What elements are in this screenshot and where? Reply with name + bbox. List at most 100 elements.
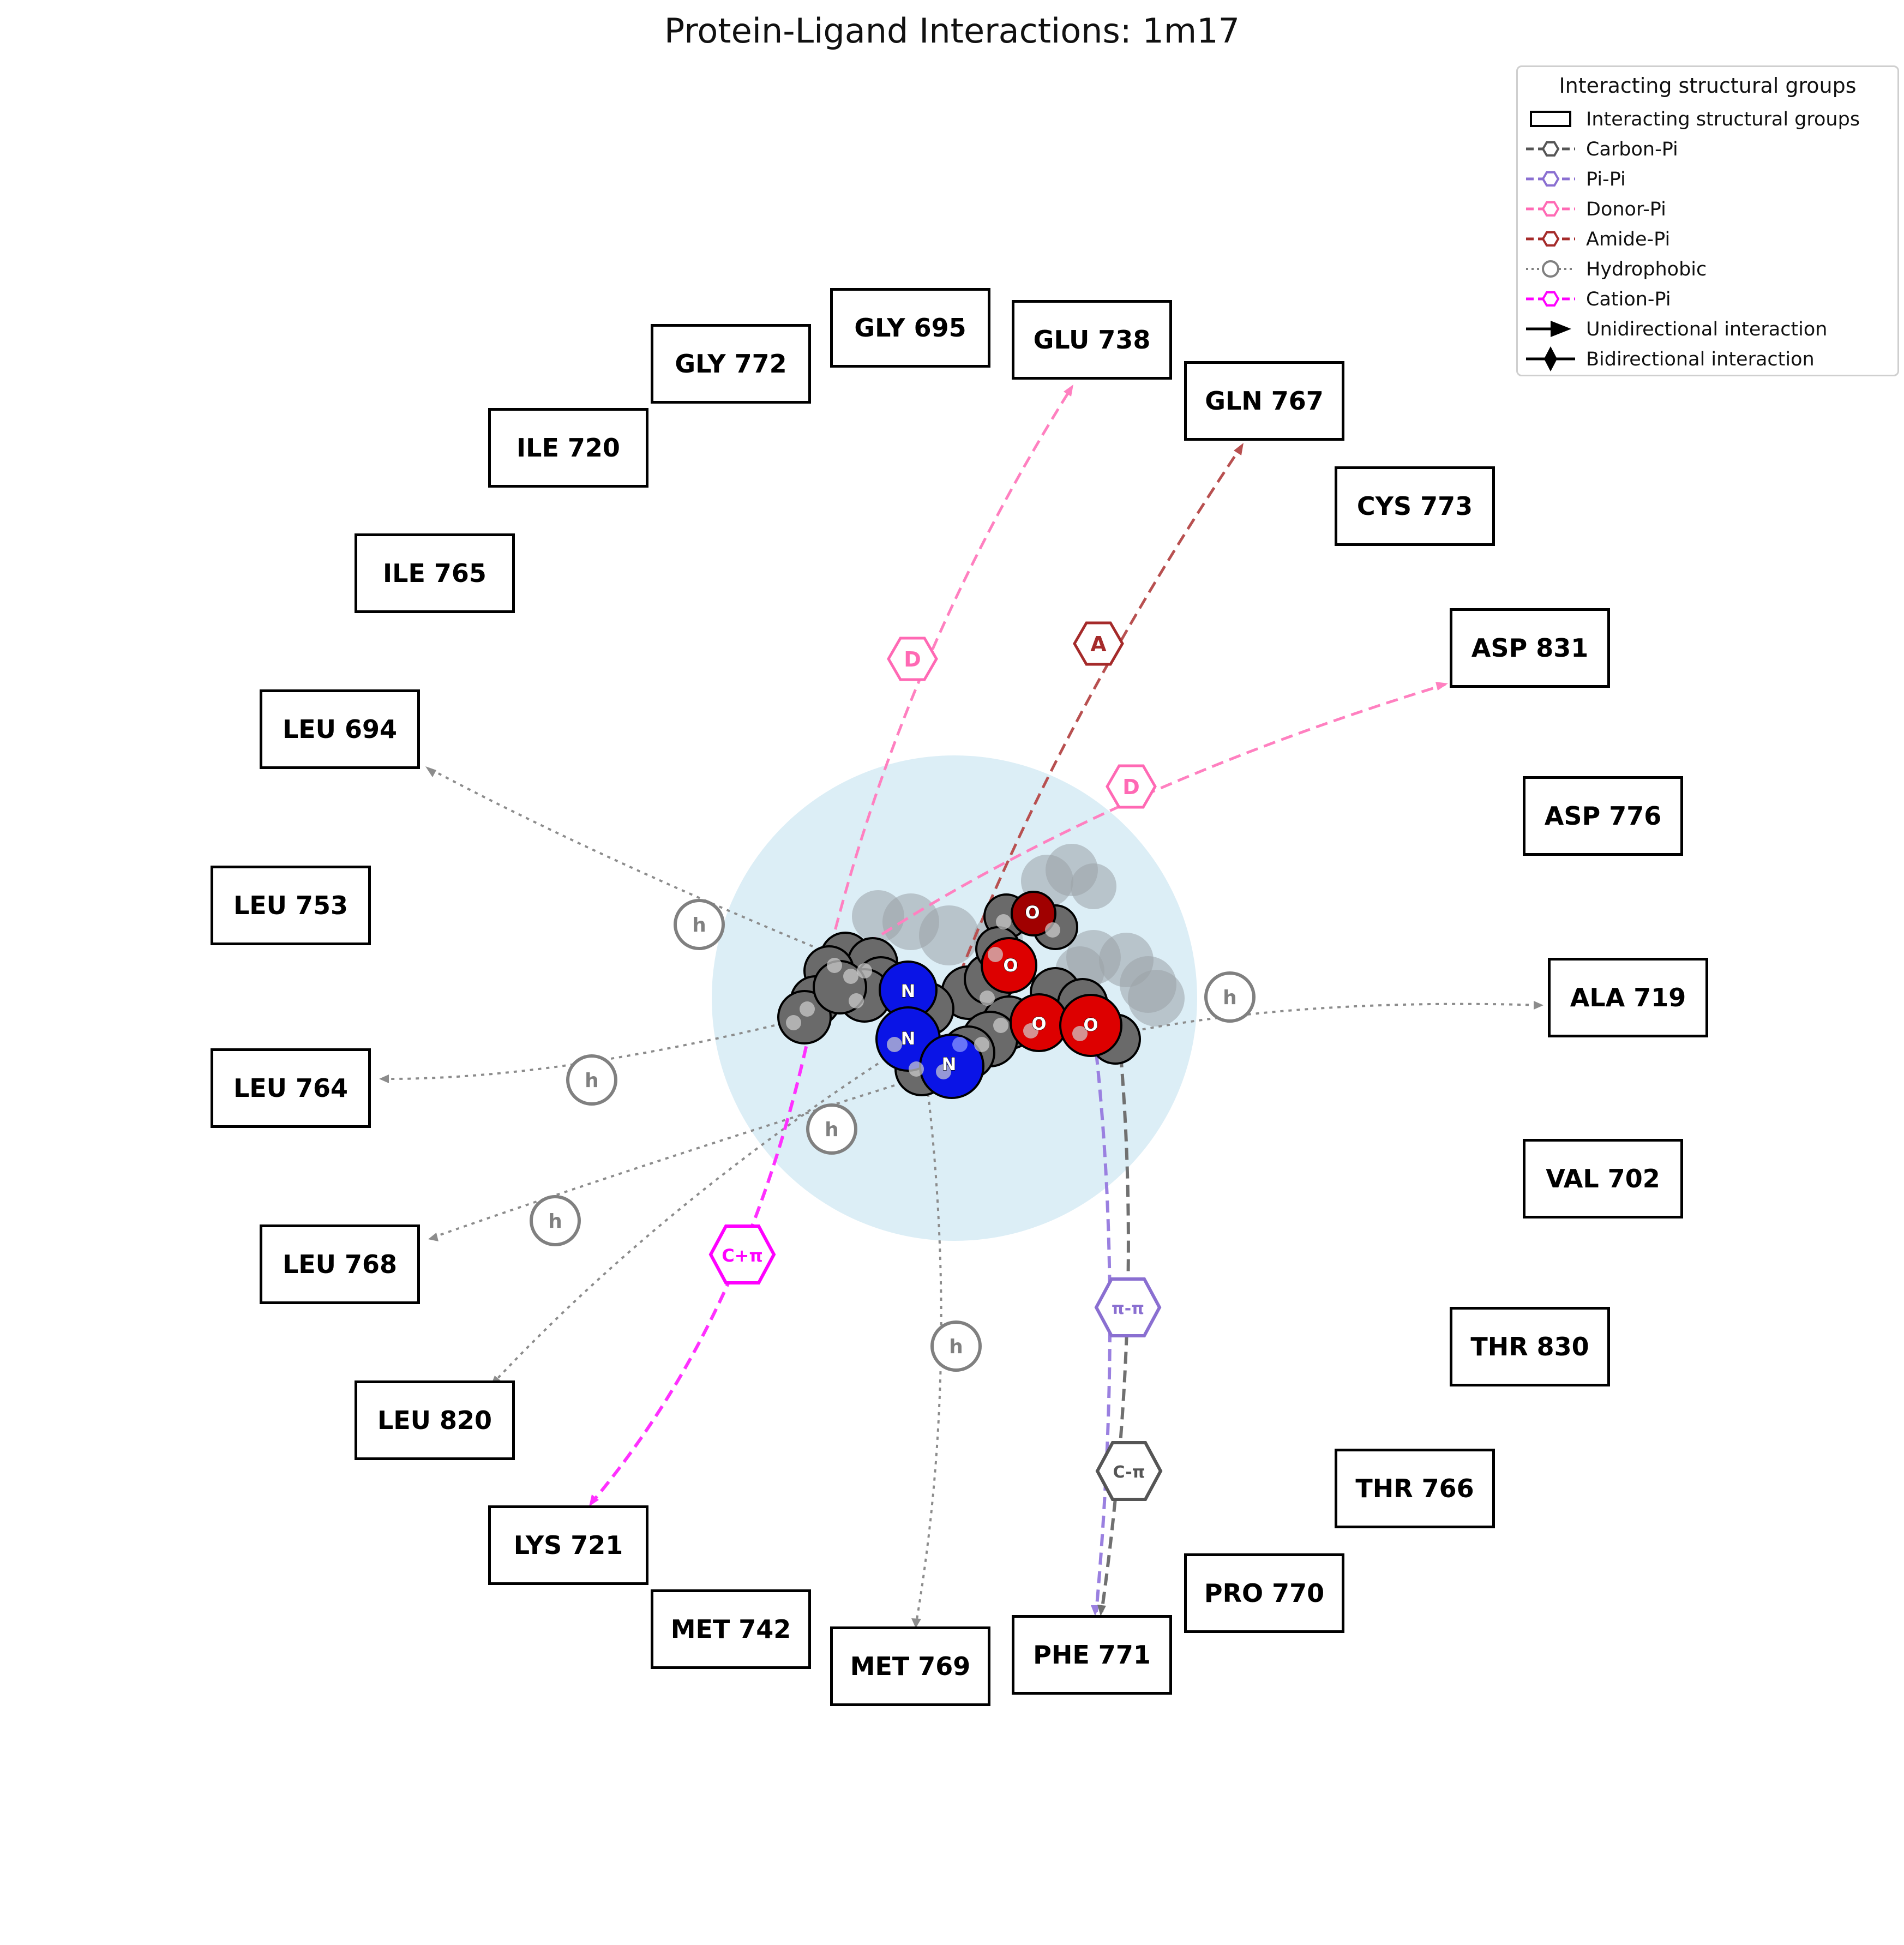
arrowhead-carbon-pi-phe771 (1097, 1605, 1106, 1616)
carbon-pi-hexagon-icon (1526, 141, 1575, 157)
donor-pi-line-asp831 (850, 683, 1446, 956)
donor-pi-marker-glu738: D (887, 637, 938, 681)
residue-lys-721: LYS 721 (488, 1505, 648, 1585)
residue-asp-776: ASP 776 (1523, 776, 1683, 856)
residue-leu-753: LEU 753 (211, 866, 371, 945)
svg-text:D: D (1122, 775, 1140, 799)
svg-text:h: h (825, 1119, 839, 1141)
atom-label-n2: N (901, 1028, 916, 1049)
arrowhead-gln767 (1234, 443, 1244, 455)
legend-label: Carbon-Pi (1586, 139, 1678, 160)
legend-item-hydrophobic: Hydrophobic (1518, 254, 1897, 284)
svg-text:h: h (692, 914, 706, 937)
legend-item-donor-pi: Donor-Pi (1518, 194, 1897, 224)
pi-pi-hexagon-icon (1526, 171, 1575, 187)
arrowhead-pi-pi-phe771 (1091, 1605, 1100, 1616)
residue-leu-764: LEU 764 (211, 1048, 371, 1128)
arrowhead-asp831 (1435, 682, 1448, 691)
residue-gly-695: GLY 695 (830, 288, 990, 368)
hydrophobic-circle-icon (1526, 260, 1575, 278)
arrow-right-icon (1526, 321, 1571, 337)
atom-label-o4: O (1083, 1014, 1098, 1035)
legend-label: Amide-Pi (1586, 229, 1671, 250)
ligand-oxygen-atoms (981, 891, 1122, 1057)
legend-label: Hydrophobic (1586, 259, 1707, 280)
residue-met-742: MET 742 (651, 1589, 811, 1669)
legend-label: Cation-Pi (1586, 289, 1671, 310)
hydrophobic-marker-leu694: h (674, 899, 725, 950)
cation-pi-hexagon-icon (1526, 291, 1575, 307)
legend-label: Bidirectional interaction (1586, 349, 1815, 370)
donor-pi-hexagon-icon (1526, 201, 1575, 217)
hydrophobic-marker-met769: h (930, 1320, 982, 1372)
svg-text:h: h (585, 1070, 599, 1092)
arrowhead-met769 (911, 1618, 921, 1628)
legend-item-unidirectional: Unidirectional interaction (1518, 314, 1897, 344)
hydrophobic-marker-leu768: h (530, 1195, 581, 1246)
hydrophobic-marker-leu820: h (806, 1103, 857, 1155)
svg-text:D: D (904, 647, 921, 671)
residue-thr-830: THR 830 (1450, 1307, 1610, 1386)
legend-label: Interacting structural groups (1586, 109, 1860, 130)
arrowhead-leu694 (425, 766, 436, 777)
residue-asp-831: ASP 831 (1450, 608, 1610, 688)
arrowhead-ala719 (1534, 1001, 1543, 1010)
atom-label-o1: O (1025, 902, 1040, 923)
svg-text:C+π: C+π (722, 1245, 763, 1266)
residue-met-769: MET 769 (830, 1626, 990, 1706)
residue-pro-770: PRO 770 (1184, 1553, 1344, 1633)
residue-ile-765: ILE 765 (355, 533, 515, 613)
legend-item-carbon-pi: Carbon-Pi (1518, 134, 1897, 164)
residue-phe-771: PHE 771 (1012, 1615, 1172, 1695)
cation-pi-marker-lys721: C+π (708, 1224, 776, 1284)
atom-highlights (786, 914, 1088, 1079)
svg-text:π-π: π-π (1112, 1299, 1144, 1318)
residue-cys-773: CYS 773 (1335, 466, 1495, 546)
residue-ala-719: ALA 719 (1548, 958, 1708, 1037)
legend-item-bidirectional: Bidirectional interaction (1518, 344, 1897, 374)
legend-box-symbol (1530, 111, 1571, 127)
ligand-nitrogen-atoms (875, 961, 984, 1099)
svg-text:h: h (1223, 987, 1237, 1009)
atom-label-n3: N (942, 1054, 957, 1074)
residue-leu-768: LEU 768 (260, 1224, 420, 1304)
hydrophobic-marker-leu764: h (566, 1054, 617, 1106)
legend-item-box: Interacting structural groups (1518, 104, 1897, 134)
atom-labels: N N N O O O O (900, 902, 1098, 1074)
hydrophobic-marker-ala719: h (1204, 971, 1256, 1023)
arrowhead-glu738 (1064, 385, 1073, 397)
residue-gln-767: GLN 767 (1184, 361, 1344, 441)
hydrophobic-markers: h h h h h h (530, 899, 1256, 1372)
legend-label: Unidirectional interaction (1586, 319, 1828, 340)
svg-text:C-π: C-π (1113, 1463, 1145, 1482)
legend-label: Donor-Pi (1586, 199, 1666, 220)
arrowhead-leu764 (379, 1074, 389, 1083)
legend-label: Pi-Pi (1586, 169, 1626, 190)
carbon-pi-marker-phe771: C-π (1095, 1441, 1163, 1501)
pi-pi-marker-phe771: π-π (1094, 1277, 1162, 1337)
diamond-icon (1526, 346, 1575, 371)
legend-item-cation-pi: Cation-Pi (1518, 284, 1897, 314)
hexagon-markers: D A D C+π π-π C-π (708, 621, 1163, 1501)
donor-pi-marker-asp831: D (1106, 764, 1157, 809)
svg-text:h: h (548, 1210, 562, 1233)
residue-thr-766: THR 766 (1335, 1449, 1495, 1528)
hydrophobic-line-leu694 (428, 767, 813, 947)
arrowhead-lys721 (589, 1494, 599, 1506)
legend-title: Interacting structural groups (1559, 74, 1857, 98)
legend-item-amide-pi: Amide-Pi (1518, 224, 1897, 254)
residue-gly-772: GLY 772 (651, 324, 811, 404)
atom-label-o2: O (1003, 955, 1018, 976)
residue-val-702: VAL 702 (1523, 1139, 1683, 1218)
atom-label-o3: O (1031, 1013, 1046, 1034)
legend: Interacting structural groups Interactin… (1516, 65, 1899, 376)
residue-glu-738: GLU 738 (1012, 300, 1172, 380)
hydrophobic-line-leu764 (381, 1024, 775, 1080)
residue-leu-694: LEU 694 (260, 689, 420, 769)
legend-item-pi-pi: Pi-Pi (1518, 164, 1897, 194)
svg-text:h: h (949, 1336, 963, 1358)
residue-leu-820: LEU 820 (355, 1380, 515, 1460)
amide-pi-marker-gln767: A (1073, 621, 1124, 666)
